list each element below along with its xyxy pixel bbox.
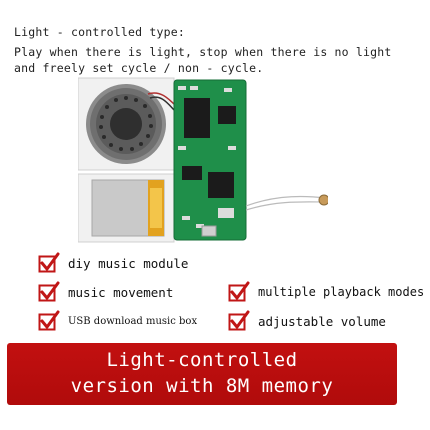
check-icon <box>38 252 60 273</box>
feature-item: adjustable volume <box>228 310 386 332</box>
product-illustration <box>78 77 328 243</box>
check-icon <box>38 310 60 331</box>
banner-line-2: version with 8M memory <box>70 375 334 397</box>
feature-item: diy music module <box>38 252 188 274</box>
check-icon <box>228 281 250 302</box>
promo-banner: Light-controlled version with 8M memory <box>7 343 397 405</box>
feature-item: USB download music box <box>38 310 197 332</box>
pcb-board <box>173 79 247 241</box>
feature-label: music movement <box>68 284 174 300</box>
feature-label: USB download music box <box>68 315 198 327</box>
check-icon <box>38 281 60 302</box>
feature-label: adjustable volume <box>258 313 386 329</box>
feature-item: multiple playback modes <box>228 281 424 303</box>
intro-line-1: Play when there is light, stop when ther… <box>14 45 392 59</box>
intro-line-2: and freely set cycle / non - cycle. <box>14 61 264 75</box>
check-icon <box>228 310 250 331</box>
feature-label: multiple playback modes <box>258 285 425 299</box>
feature-label: diy music module <box>68 255 189 271</box>
intro-title: Light - controlled type: <box>14 25 185 39</box>
battery-image <box>91 179 165 237</box>
speaker-image <box>86 84 177 164</box>
feature-item: music movement <box>38 281 173 303</box>
banner-line-1: Light-controlled <box>106 349 298 371</box>
